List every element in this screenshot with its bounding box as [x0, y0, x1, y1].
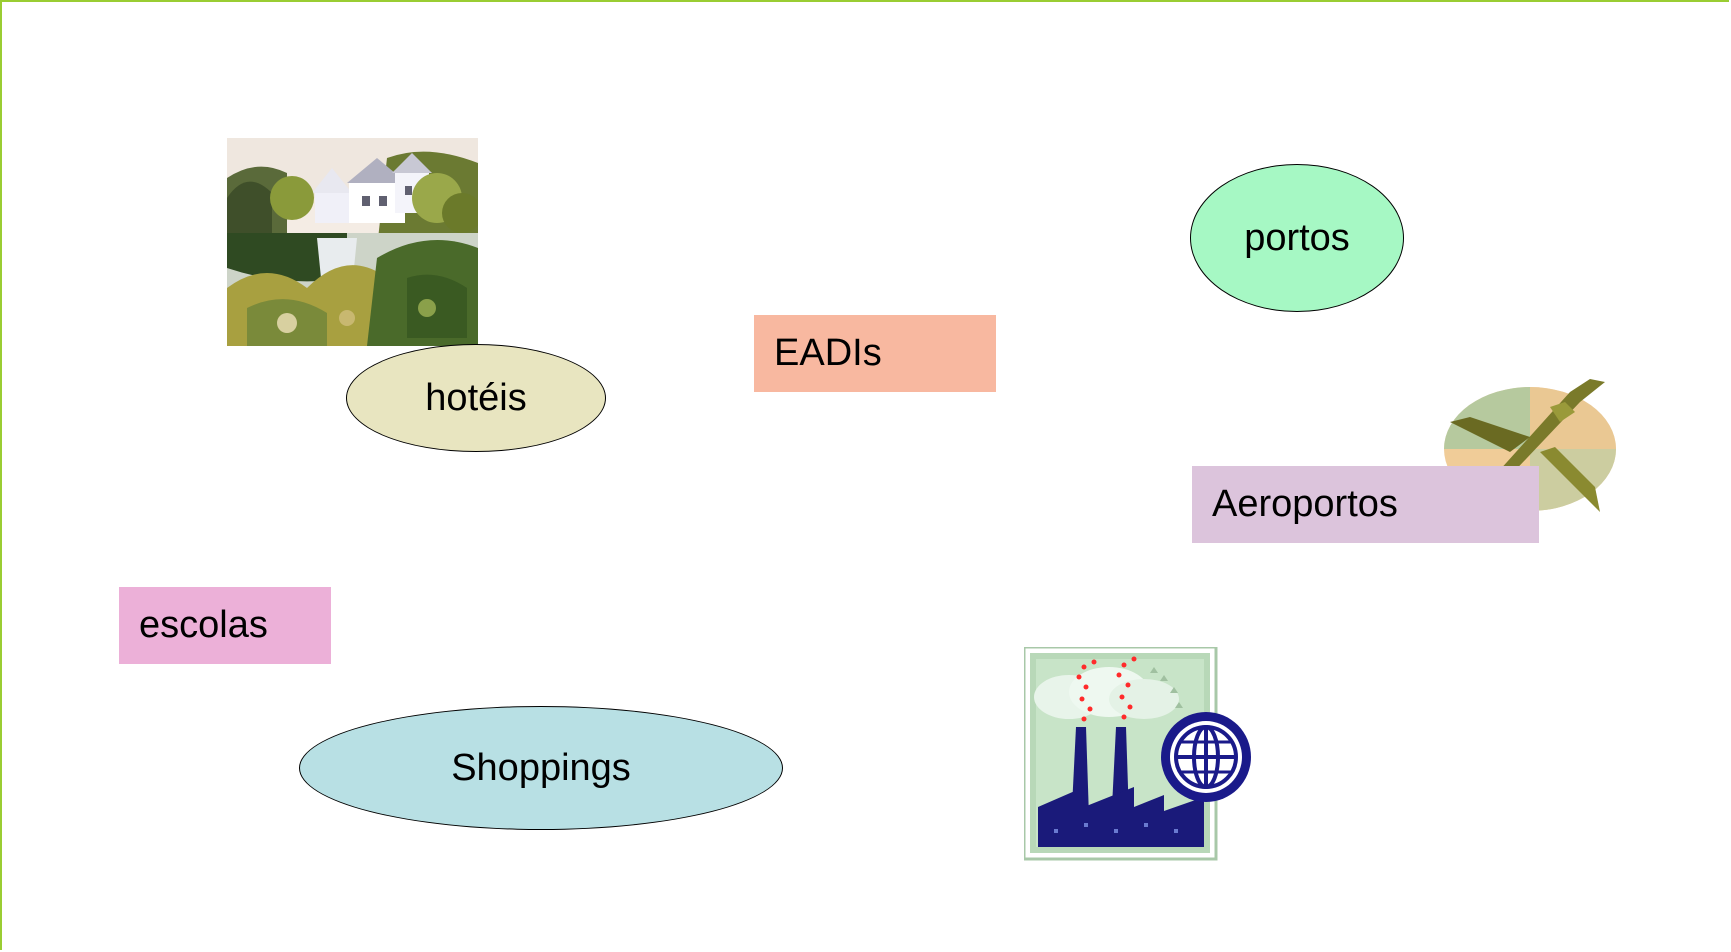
- escolas-box: escolas: [119, 587, 331, 664]
- escolas-label: escolas: [139, 604, 268, 646]
- aeroportos-box: Aeroportos: [1192, 466, 1539, 543]
- eadis-box: EADIs: [754, 315, 996, 392]
- hoteis-ellipse: hotéis: [346, 344, 606, 452]
- shoppings-ellipse: Shoppings: [299, 706, 783, 830]
- eadis-label: EADIs: [774, 332, 882, 374]
- portos-ellipse: portos: [1190, 164, 1404, 312]
- portos-label: portos: [1244, 216, 1350, 259]
- shoppings-label: Shoppings: [451, 746, 631, 789]
- factory-globe-clipart: [1024, 647, 1251, 861]
- aeroportos-label: Aeroportos: [1212, 483, 1398, 525]
- airplane-clipart: [1444, 379, 1616, 512]
- hoteis-label: hotéis: [425, 376, 527, 419]
- house-landscape-clipart: [227, 138, 478, 346]
